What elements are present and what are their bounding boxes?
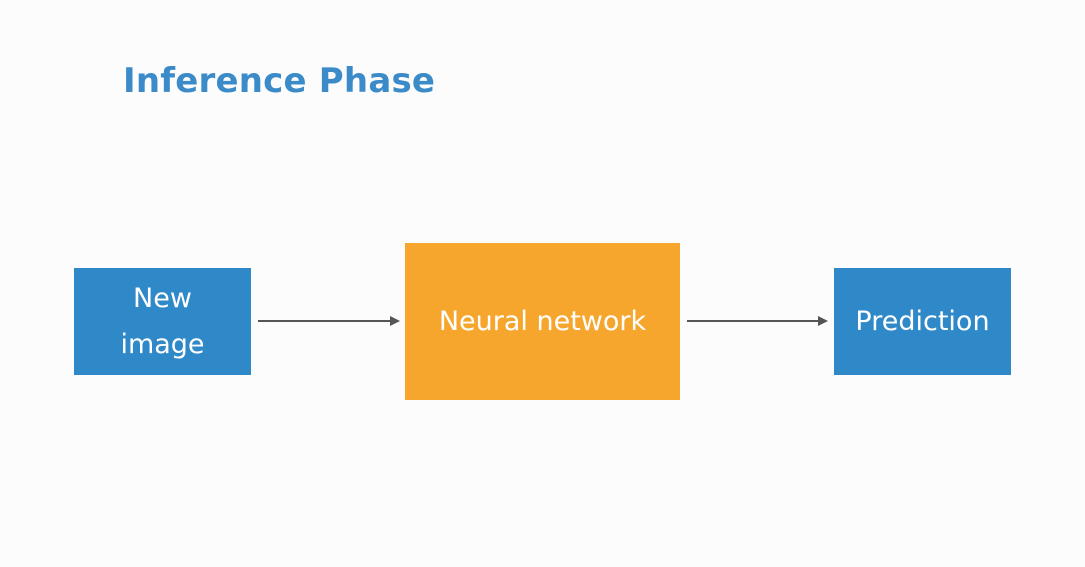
arrow-input-to-network [258, 316, 400, 326]
arrow-input-to-network-head [390, 316, 400, 326]
prediction-label: Prediction [855, 305, 990, 337]
neural-network-label: Neural network [438, 305, 647, 337]
input-box-label-line-2: image [120, 328, 205, 360]
input-box-new-image: New image [74, 268, 251, 375]
input-box-label-line-1: New [133, 282, 192, 314]
input-box-label: New image [120, 276, 204, 368]
prediction-box: Prediction [834, 268, 1011, 375]
neural-network-box: Neural network [405, 243, 680, 400]
arrow-network-to-output-head [818, 316, 828, 326]
slide-title: Inference Phase [123, 61, 436, 101]
arrow-network-to-output [687, 316, 828, 326]
